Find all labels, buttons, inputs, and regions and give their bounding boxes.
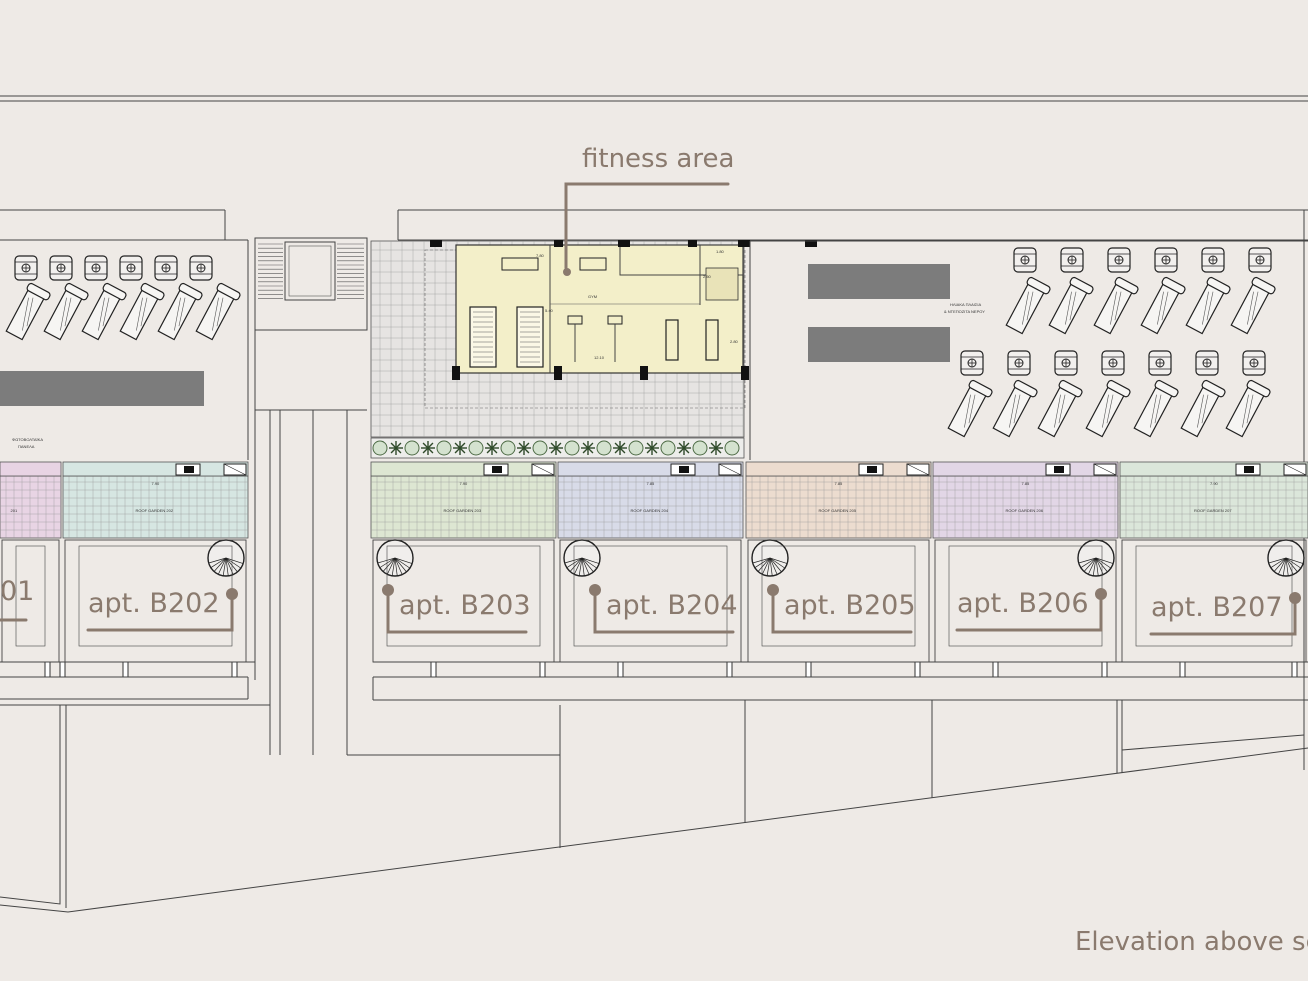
apartment-label: apt. B203 (399, 590, 531, 621)
dimension-gym-depth: 5.40 (545, 308, 554, 313)
roof-garden-label: ROOF GARDEN 203 (444, 508, 482, 513)
right-roof (749, 240, 1308, 460)
dimension-gym-width: 12.10 (594, 355, 605, 360)
apartment-label: 01 (0, 576, 34, 607)
apartment-label: apt. B207 (1151, 592, 1283, 623)
site-boundary (0, 95, 1308, 913)
fitness-area-label: fitness area (582, 144, 734, 174)
apartment-label: apt. B202 (88, 588, 220, 619)
roof-garden-label: ROOF GARDEN 207 (1194, 508, 1232, 513)
dimension-gym-top: 7.80 (536, 253, 545, 258)
roof-garden-label: ROOF GARDEN 204 (631, 508, 669, 513)
lower-structure (0, 661, 1308, 908)
elevation-label: Elevation above se (1075, 927, 1308, 957)
solar-panels-label-2: ΠΑΝΕΛΑ (18, 444, 35, 449)
left-roof (0, 239, 256, 680)
solar-heaters-label-1: ΗΛΙΑΚΑ ΠΛΑΙΣΙΑ (950, 302, 981, 307)
annotation-labels: ΦΩΤΟΒΟΛΤΑΪΚΑ ΠΑΝΕΛΑ ΗΛΙΑΚΑ ΠΛΑΙΣΙΑ & ΝΤΕ… (12, 302, 985, 449)
dimension-wc-width: 1.80 (716, 249, 725, 254)
solar-heaters-label-2: & ΝΤΕΠΟΖΙΤΑ ΝΕΡΟΥ (944, 309, 985, 314)
apartment-units: 201 01 ROOF GARDEN 202 7.90 apt. B202 ROOF GA… (0, 461, 1308, 678)
gym-label: GYM (588, 294, 597, 299)
roof-garden-label: ROOF GARDEN 205 (819, 508, 857, 513)
apartment-label: apt. B205 (784, 590, 916, 621)
fitness-area-callout: fitness area (564, 144, 734, 270)
roof-garden-label: ROOF GARDEN 206 (1006, 508, 1044, 513)
solar-panels-label-1: ΦΩΤΟΒΟΛΤΑΪΚΑ (12, 437, 43, 442)
dimension-garden-width: 7.85 (835, 481, 844, 486)
stair-core (254, 237, 560, 756)
dimension-side-depth: 2.80 (730, 339, 739, 344)
roof-garden-label: 201 (11, 508, 18, 513)
solar-heaters (5, 247, 1276, 438)
apartment-label: apt. B204 (606, 590, 738, 621)
roof-garden-label: ROOF GARDEN 202 (136, 508, 174, 513)
dimension-garden-width: 7.90 (460, 481, 469, 486)
gym-room: GYM 7.80 5.40 12.10 1.80 2.50 2.80 (430, 240, 817, 380)
dimension-garden-width: 7.90 (1210, 481, 1219, 486)
dimension-garden-width: 7.85 (647, 481, 656, 486)
dimension-garden-width: 7.90 (152, 481, 161, 486)
dimension-garden-width: 7.85 (1022, 481, 1031, 486)
dimension-wc-depth: 2.50 (703, 274, 712, 279)
apartment-label: apt. B206 (957, 588, 1089, 619)
planter-strip (370, 437, 745, 459)
